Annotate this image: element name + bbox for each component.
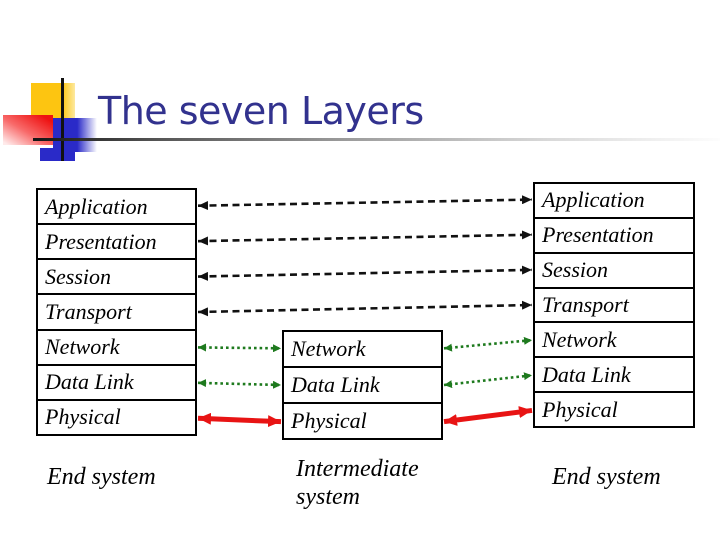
layer-row-data-link: Data Link (535, 358, 693, 394)
arrow-solid-physical (197, 412, 282, 428)
arrow-dotted-network (443, 336, 533, 352)
layer-row-data-link: Data Link (284, 368, 441, 404)
slide-title: The seven Layers (98, 89, 424, 133)
layer-row-transport: Transport (38, 295, 195, 331)
arrow-dashed-application (197, 195, 533, 211)
layer-row-network: Network (38, 331, 195, 366)
layer-column-end-system-right: Application Presentation Session Transpo… (533, 182, 695, 428)
layer-row-application: Application (535, 184, 693, 219)
layer-row-application: Application (38, 190, 195, 226)
logo-crosshair-line (61, 78, 64, 161)
logo-blue-small-square (40, 148, 75, 161)
end-system-label-right: End system (552, 464, 661, 490)
title-underline (33, 138, 720, 141)
arrow-dashed-transport (197, 300, 533, 317)
logo-blue-square (53, 118, 97, 152)
logo-yellow-square (31, 83, 75, 118)
arrow-dotted-network (197, 343, 282, 353)
layer-row-physical: Physical (542, 396, 618, 422)
layer-row-data-link: Data Link (38, 366, 195, 401)
layer-column-end-system-left: Application Presentation Session Transpo… (36, 188, 197, 436)
layer-row-presentation: Presentation (535, 219, 693, 254)
layer-row-physical: Physical (45, 404, 121, 430)
layer-row-session: Session (38, 260, 195, 296)
arrow-dotted-data-link (197, 379, 282, 389)
end-system-label-left: End system (47, 464, 156, 490)
layer-row-network: Network (284, 332, 441, 368)
arrow-dashed-session (197, 265, 533, 281)
arrow-solid-physical (443, 406, 533, 426)
arrow-dotted-data-link (443, 372, 533, 389)
layer-row-transport: Transport (535, 289, 693, 324)
layer-row-physical: Physical (291, 408, 367, 433)
arrow-dashed-presentation (197, 230, 533, 246)
layer-row-presentation: Presentation (38, 225, 195, 261)
layer-column-intermediate-system: Network Data Link Physical (282, 330, 443, 440)
layer-row-network: Network (535, 323, 693, 359)
intermediate-system-label: Intermediate system (296, 456, 419, 511)
layer-row-session: Session (535, 254, 693, 289)
